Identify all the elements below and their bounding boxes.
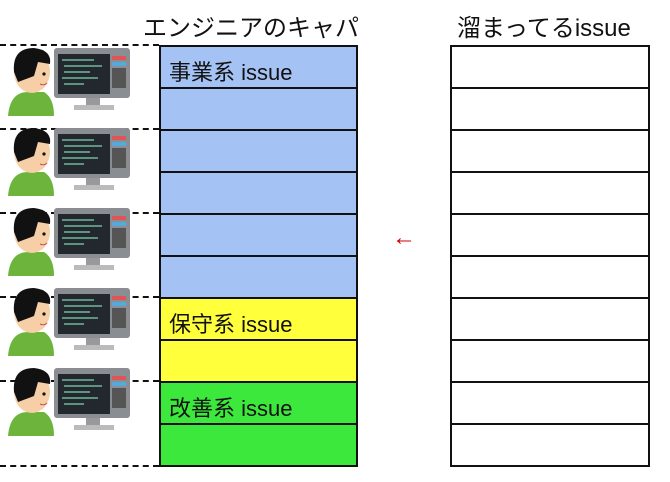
backlog-cell: [450, 131, 650, 173]
divider-line: [0, 44, 159, 46]
capacity-cell: 改善系 issue: [159, 383, 358, 425]
capacity-cell: [159, 89, 358, 131]
engineer-illustration: [4, 122, 132, 196]
backlog-title: 溜まってるissue: [457, 15, 631, 42]
engineer-illustration: [4, 42, 132, 116]
backlog-cell: [450, 47, 650, 89]
backlog-cell: [450, 425, 650, 467]
capacity-cell: 保守系 issue: [159, 299, 358, 341]
capacity-cell: 事業系 issue: [159, 47, 358, 89]
engineer-illustration: [4, 362, 132, 436]
capacity-cell: [159, 341, 358, 383]
engineer-illustration: [4, 202, 132, 276]
left-arrow-icon: ←: [392, 224, 416, 251]
engineer-illustration: [4, 282, 132, 356]
capacity-title: エンジニアのキャパ: [143, 15, 359, 42]
backlog-cell: [450, 215, 650, 257]
issue-category-label: 事業系 issue: [169, 60, 293, 85]
backlog-cell: [450, 89, 650, 131]
capacity-cell: [159, 257, 358, 299]
backlog-column: [450, 45, 650, 467]
backlog-cell: [450, 257, 650, 299]
capacity-cell: [159, 131, 358, 173]
capacity-cell: [159, 215, 358, 257]
backlog-cell: [450, 341, 650, 383]
backlog-cell: [450, 299, 650, 341]
divider-line: [0, 465, 159, 467]
issue-category-label: 改善系 issue: [169, 396, 293, 421]
issue-category-label: 保守系 issue: [169, 312, 293, 337]
backlog-cell: [450, 383, 650, 425]
capacity-cell: [159, 425, 358, 467]
backlog-cell: [450, 173, 650, 215]
capacity-column: 事業系 issue 保守系 issue 改善系 issue: [159, 45, 358, 467]
capacity-cell: [159, 173, 358, 215]
